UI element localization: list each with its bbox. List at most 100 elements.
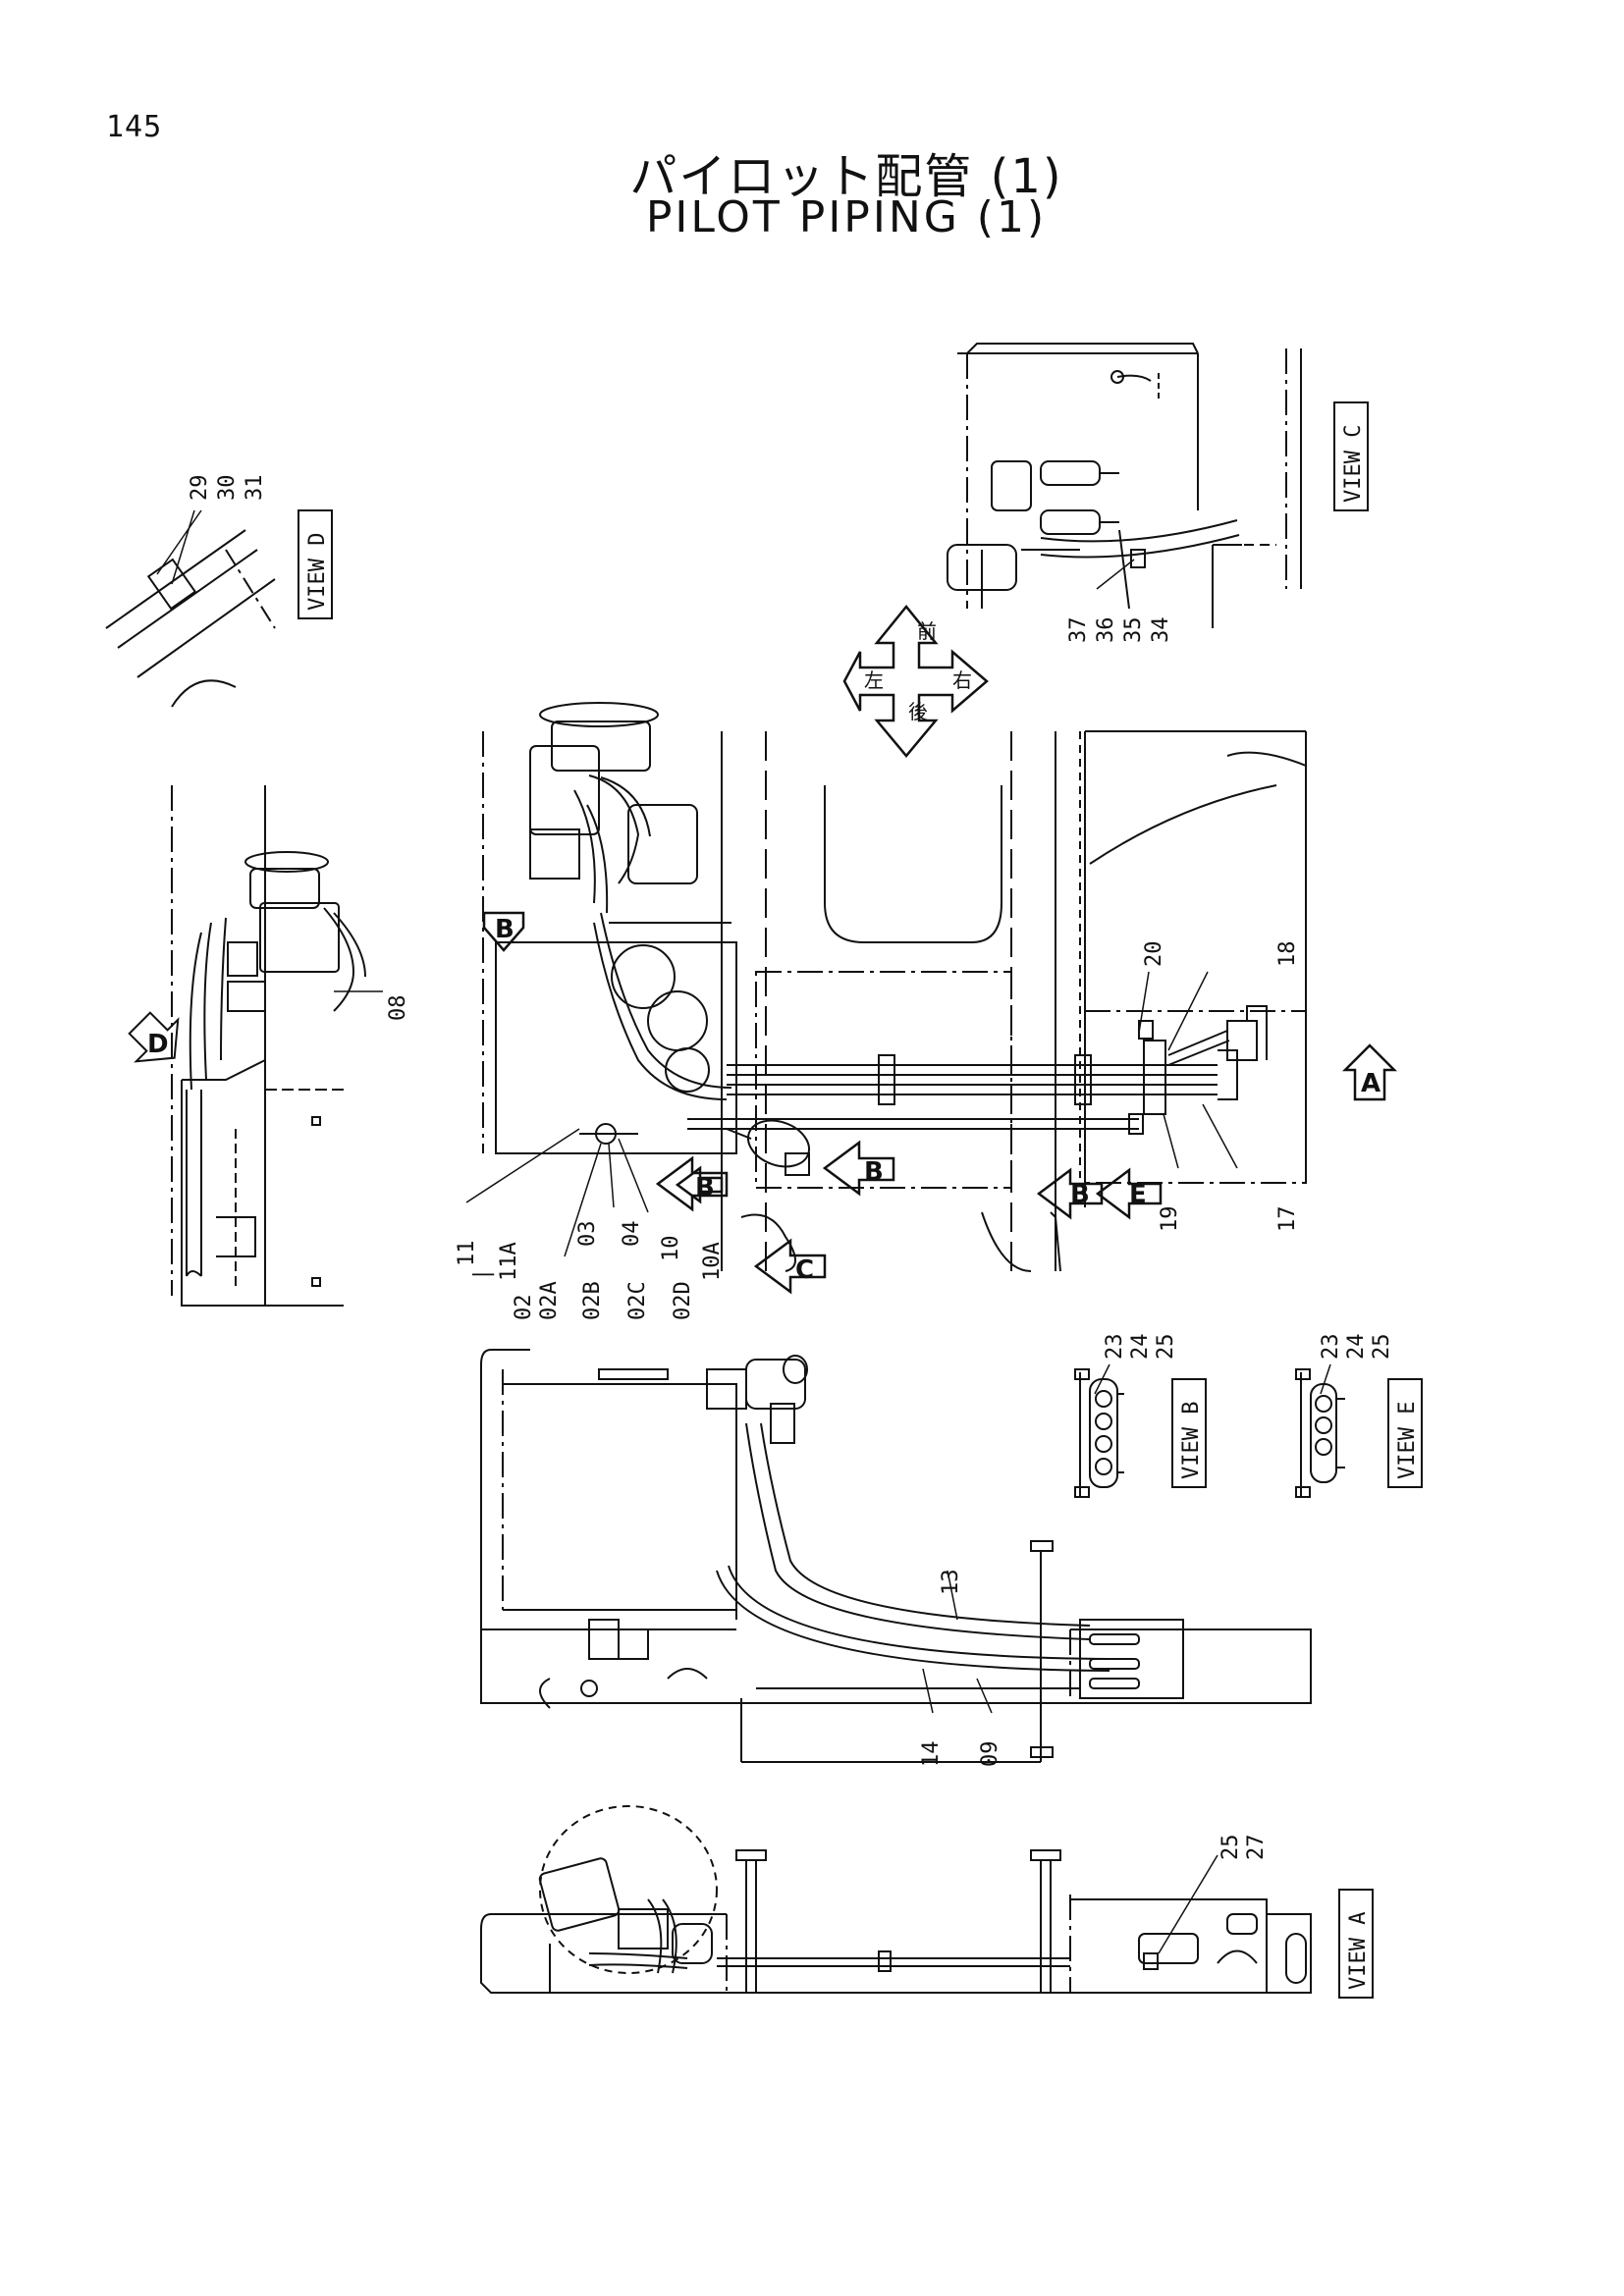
arrow-letter-b-top: B [495,915,514,944]
svg-text:VIEW A: VIEW A [1346,1912,1371,1990]
svg-text:10: 10 [659,1236,683,1262]
arrow-letter-b-center: B [864,1157,884,1187]
svg-text:11A: 11A [497,1242,521,1281]
svg-text:02: 02 [512,1295,536,1321]
svg-text:02D: 02D [671,1281,695,1320]
view-c-label: VIEW C [1333,401,1369,511]
direction-right: 右 [952,668,972,692]
arrow-letter-b-right: B [1070,1180,1090,1209]
part-label-30: 30 [215,475,240,502]
view-e-clamp [1295,1368,1345,1498]
arrow-letter-a: A [1361,1069,1380,1098]
svg-text:25: 25 [1154,1334,1178,1361]
part-label-11a: 11A [497,1242,521,1281]
svg-text:31: 31 [243,475,267,502]
svg-text:24: 24 [1128,1334,1153,1361]
svg-text:24: 24 [1344,1334,1369,1361]
part-label-b-24: 24 [1128,1334,1153,1361]
part-label-10a: 10A [700,1242,725,1281]
svg-text:02A: 02A [537,1281,562,1320]
part-label-e-23: 23 [1319,1334,1343,1361]
part-label-31: 31 [243,475,267,502]
arrow-letter-c: C [795,1255,814,1285]
part-label-37: 37 [1066,617,1091,644]
part-label-04: 04 [620,1221,644,1248]
middle-plan-view [480,1349,1312,1763]
direction-rear: 後 [908,700,928,723]
part-label-09: 09 [978,1741,1002,1768]
part-label-20: 20 [1142,941,1166,968]
arrow-letter-d: D [147,1030,169,1059]
leader-lines [171,509,1331,1954]
page-number: 145 [106,110,163,144]
svg-text:23: 23 [1319,1334,1343,1361]
svg-text:VIEW B: VIEW B [1179,1402,1204,1479]
direction-left: 左 [864,668,884,692]
part-label-02a: 02A [537,1281,562,1320]
part-label-02c: 02C [625,1281,650,1320]
arrow-letter-e: E [1129,1180,1147,1209]
svg-text:23: 23 [1103,1334,1127,1361]
part-label-34: 34 [1149,617,1173,644]
view-d-detail [105,509,276,708]
svg-text:04: 04 [620,1221,644,1248]
part-label-17: 17 [1275,1206,1300,1233]
svg-text:25: 25 [1370,1334,1394,1361]
svg-text:37: 37 [1066,617,1091,644]
part-label-b-25: 25 [1154,1334,1178,1361]
svg-text:|: | [470,1268,495,1281]
part-label-11: 11 [455,1241,479,1267]
part-label-a-27: 27 [1244,1835,1269,1861]
svg-text:VIEW E: VIEW E [1395,1402,1420,1479]
part-label-b-23: 23 [1103,1334,1127,1361]
part-label-02: 02 [512,1295,536,1321]
view-e-label: VIEW E [1387,1378,1423,1488]
svg-text:17: 17 [1275,1206,1300,1233]
svg-text:03: 03 [575,1221,600,1248]
svg-text:19: 19 [1158,1206,1182,1233]
part-label-08: 08 [386,995,410,1022]
svg-text:30: 30 [215,475,240,502]
svg-text:10A: 10A [700,1242,725,1281]
part-label-18: 18 [1275,941,1300,968]
view-c-detail [947,343,1302,628]
view-a-detail [480,1805,1312,1994]
svg-text:09: 09 [978,1741,1002,1768]
view-d-label: VIEW D [298,509,333,619]
part-label-36: 36 [1094,617,1118,644]
svg-text:08: 08 [386,995,410,1022]
svg-text:25: 25 [1218,1835,1243,1861]
view-arrows [482,911,1398,1295]
part-label-29: 29 [188,475,212,502]
svg-text:29: 29 [188,475,212,502]
part-label-19: 19 [1158,1206,1182,1233]
svg-text:02B: 02B [580,1281,605,1320]
part-label-10: 10 [659,1236,683,1262]
page-title-english: PILOT PIPING (1) [645,192,1048,242]
part-label-35: 35 [1121,617,1146,644]
part-label-02d: 02D [671,1281,695,1320]
part-label-e-25: 25 [1370,1334,1394,1361]
part-label-02b: 02B [580,1281,605,1320]
part-label-11-separator: | [470,1268,495,1281]
view-b-clamp [1074,1368,1124,1498]
svg-text:11: 11 [455,1241,479,1267]
view-a-label: VIEW A [1338,1889,1374,1999]
svg-text:36: 36 [1094,617,1118,644]
part-label-a-25: 25 [1218,1835,1243,1861]
svg-text:35: 35 [1121,617,1146,644]
svg-text:13: 13 [939,1570,963,1596]
svg-text:20: 20 [1142,941,1166,968]
svg-text:VIEW C: VIEW C [1341,425,1366,503]
svg-text:02C: 02C [625,1281,650,1320]
part-label-13: 13 [939,1570,963,1596]
left-elevation-view [128,785,366,1307]
direction-front: 前 [917,619,937,643]
page-title-japanese: パイロット配管 (1) [629,149,1063,204]
svg-text:27: 27 [1244,1835,1269,1861]
svg-text:18: 18 [1275,941,1300,968]
svg-text:14: 14 [919,1741,944,1768]
main-plan-view [482,702,1307,1272]
part-label-14: 14 [919,1741,944,1768]
